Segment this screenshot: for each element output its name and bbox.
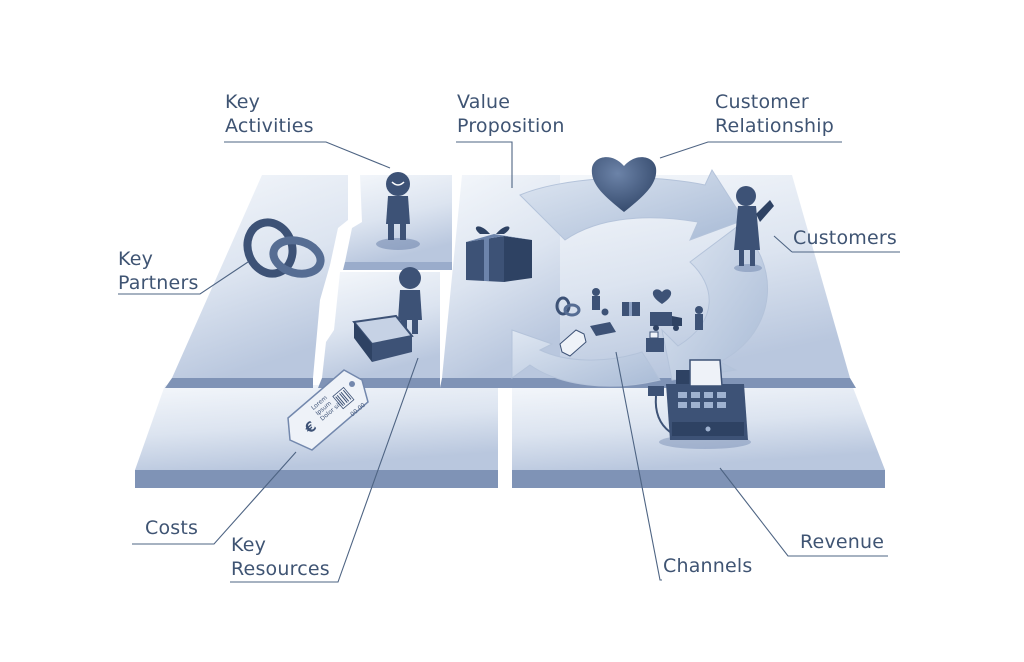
- label-key-partners: Key Partners: [118, 247, 199, 295]
- label-value-proposition: Value Proposition: [457, 90, 565, 138]
- label-key-resources: Key Resources: [231, 533, 330, 581]
- mini-rings-icon: [555, 296, 581, 317]
- mini-person-icon: [592, 288, 600, 310]
- mini-tag-icon: [559, 329, 587, 357]
- label-key-partners-line-2: Partners: [118, 272, 199, 294]
- label-channels: Channels: [663, 554, 753, 578]
- label-key-activities-line-1: Key: [225, 91, 261, 113]
- label-costs-line-1: Costs: [145, 517, 199, 539]
- label-customers-line-1: Customers: [793, 227, 897, 249]
- channels-mini-icons: [555, 288, 703, 357]
- label-key-resources-line-1: Key: [231, 534, 267, 556]
- mini-machine-icon: [590, 308, 616, 336]
- label-channels-line-1: Channels: [663, 555, 753, 577]
- label-revenue: Revenue: [800, 530, 884, 554]
- label-customers: Customers: [793, 226, 897, 250]
- mini-register-icon: [646, 331, 664, 352]
- label-customer-relationship: Customer Relationship: [715, 90, 834, 138]
- label-key-partners-line-1: Key: [118, 248, 154, 270]
- label-revenue-line-1: Revenue: [800, 531, 885, 553]
- cash-register-icon: [648, 359, 751, 449]
- heart-icon: [591, 157, 657, 212]
- machine-operator-icon: [352, 267, 422, 362]
- label-value-proposition-line-1: Value: [457, 91, 511, 113]
- price-tag-icon: € Lorem Ipsum Dolor sit 00.00: [287, 369, 369, 451]
- person-icon: [376, 172, 420, 250]
- mini-gift-icon: [622, 302, 640, 316]
- leader-lines: [118, 141, 900, 583]
- label-key-activities: Key Activities: [225, 90, 314, 138]
- label-customer-relationship-line-2: Relationship: [715, 115, 835, 137]
- label-key-resources-line-2: Resources: [231, 558, 330, 580]
- customer-person-icon: [734, 186, 774, 272]
- mini-customer-icon: [695, 306, 703, 330]
- label-key-activities-line-2: Activities: [225, 115, 314, 137]
- label-value-proposition-line-2: Proposition: [457, 115, 565, 137]
- mini-heart-icon: [652, 289, 672, 304]
- gift-box-icon: [466, 226, 532, 282]
- rings-icon: [243, 218, 325, 278]
- delivery-truck-icon: [650, 312, 682, 331]
- label-costs: Costs: [145, 516, 198, 540]
- label-customer-relationship-line-1: Customer: [715, 91, 809, 113]
- key-partners-tile: [165, 175, 348, 388]
